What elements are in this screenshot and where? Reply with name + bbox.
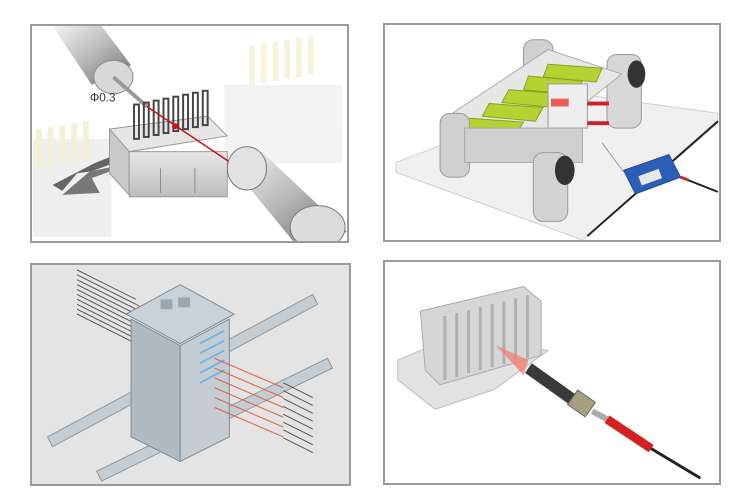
arrow-left-icon (52, 151, 127, 191)
wafer-cassette-illustration (46, 269, 334, 482)
panel-connector-pin-detection: Φ0.3 (30, 24, 349, 243)
panel-wafer-cassette (30, 263, 351, 486)
roller-front (439, 112, 583, 222)
connector-fiber-illustration (397, 286, 702, 480)
connector-pin-illustration: Φ0.3 (32, 26, 347, 241)
fiber-sensor (525, 363, 702, 480)
label-conveyor-illustration (395, 39, 719, 240)
faded-connector-right (224, 35, 343, 164)
light-beam-cone (496, 345, 529, 375)
diameter-label: Φ0.3 (90, 92, 116, 105)
connector-housing (397, 286, 550, 410)
beams-right (214, 357, 284, 438)
fiber-array-left (76, 269, 137, 345)
fiber-head-upper (52, 26, 149, 108)
panel-connector-fiber-sensor (383, 260, 721, 485)
light-beam (146, 105, 240, 169)
fiber-head-lower (226, 146, 347, 241)
fiber-amplifier (601, 142, 719, 195)
cassette (125, 284, 236, 463)
connector-block (108, 89, 229, 198)
fiber-array-right (283, 382, 313, 454)
panel-label-detection (383, 23, 721, 242)
